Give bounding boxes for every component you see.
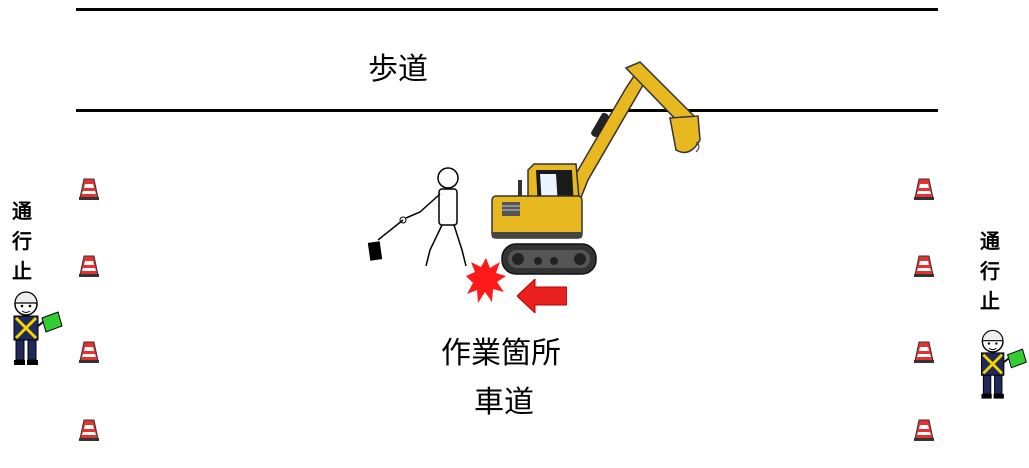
sidewalk-top-line <box>76 8 938 11</box>
traffic-cone-icon <box>79 178 99 200</box>
road-closed-right-char: 行 <box>980 259 1000 283</box>
traffic-cone-icon <box>914 178 934 200</box>
roadway-label: 車道 <box>474 385 534 420</box>
road-closed-right-char: 通 <box>980 229 1000 253</box>
traffic-cone-icon <box>914 419 934 441</box>
traffic-cone-icon <box>79 419 99 441</box>
traffic-cone-icon <box>914 341 934 363</box>
traffic-cone-icon <box>79 255 99 277</box>
road-closed-left-char: 止 <box>12 259 32 283</box>
traffic-cone-icon <box>79 341 99 363</box>
excavator-icon <box>491 61 701 275</box>
flagger-guard-icon <box>13 291 63 365</box>
arrow-left-icon <box>517 279 567 313</box>
road-closed-right-label: 通 行 止 <box>978 226 1002 316</box>
flagger-guard-icon <box>981 329 1027 399</box>
sidewalk-boundary-line <box>76 109 938 112</box>
road-closed-left-label: 通 行 止 <box>10 196 34 286</box>
road-closed-left-char: 行 <box>12 229 32 253</box>
worker-stick-figure-icon <box>367 167 467 267</box>
traffic-cone-icon <box>914 255 934 277</box>
road-closed-right-char: 止 <box>980 289 1000 313</box>
work-area-label: 作業箇所 <box>441 336 561 371</box>
collision-spark-icon <box>466 258 506 303</box>
road-closed-left-char: 通 <box>12 199 32 223</box>
sidewalk-label: 歩道 <box>368 52 428 87</box>
